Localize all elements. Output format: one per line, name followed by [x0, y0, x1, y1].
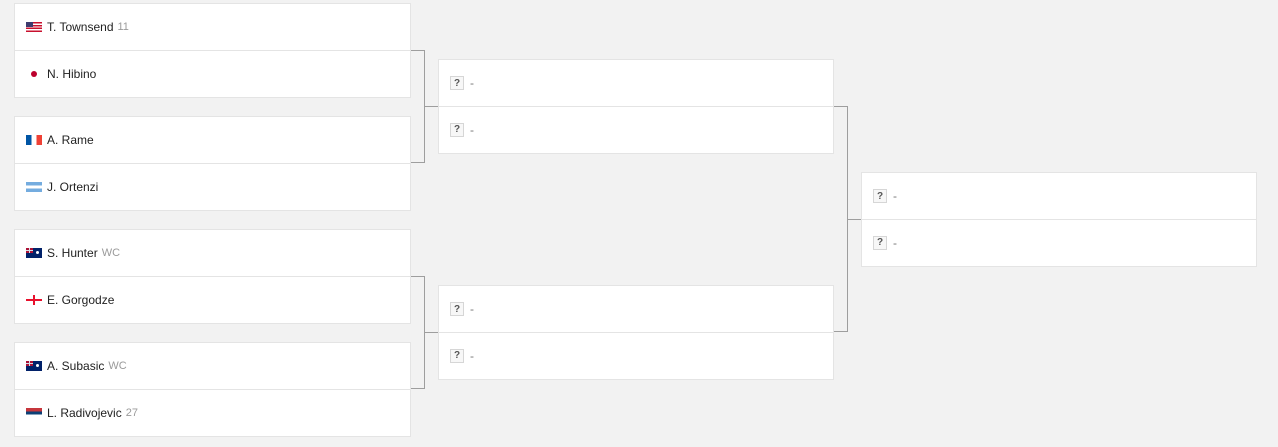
france-flag-icon [26, 135, 42, 145]
player-name: J. Ortenzi [47, 179, 99, 194]
tbd-slot[interactable]: ? - [439, 60, 833, 106]
player-slot[interactable]: J. Ortenzi [15, 163, 410, 209]
bracket-connector [425, 106, 438, 107]
unknown-player-icon: ? [873, 235, 887, 250]
player-seed: 11 [117, 21, 129, 33]
tbd-text: - [893, 189, 897, 203]
bracket-connector [834, 106, 848, 332]
r1-match-2: A. Rame J. Ortenzi [14, 116, 411, 211]
player-name: E. Gorgodze [47, 292, 115, 307]
tbd-text: - [470, 348, 474, 363]
tbd-slot[interactable]: ? - [439, 332, 833, 378]
player-name: A. Rame [47, 133, 94, 147]
bracket-connector [425, 332, 438, 333]
player-slot[interactable]: E. Gorgodze [15, 276, 410, 322]
georgia-flag-icon [26, 294, 42, 305]
unknown-player-icon: ? [450, 348, 464, 363]
player-seed: WC [108, 360, 127, 372]
bracket-connector [411, 276, 425, 389]
r1-match-4: A. Subasic WC L. Radivojevic 27 [14, 342, 411, 437]
r2-match-2: ? - ? - [438, 285, 834, 380]
tbd-slot[interactable]: ? - [862, 219, 1256, 265]
argentina-flag-icon [26, 181, 42, 192]
player-slot[interactable]: A. Subasic WC [15, 343, 410, 389]
australia-flag-icon [26, 248, 42, 258]
australia-flag-icon [26, 361, 42, 371]
bracket-connector [848, 219, 861, 220]
player-name: N. Hibino [47, 66, 97, 81]
player-name: T. Townsend [47, 20, 114, 34]
tbd-text: - [470, 122, 474, 137]
r2-match-1: ? - ? - [438, 59, 834, 154]
player-seed: WC [101, 247, 121, 259]
tbd-text: - [470, 76, 474, 90]
player-slot[interactable]: L. Radivojevic 27 [15, 389, 410, 435]
unknown-player-icon: ? [450, 76, 464, 90]
unknown-player-icon: ? [450, 302, 464, 316]
player-name: A. Subasic [47, 359, 105, 373]
tbd-text: - [470, 302, 474, 316]
unknown-player-icon: ? [450, 122, 464, 137]
player-seed: 27 [125, 406, 138, 419]
r1-match-3: S. Hunter WC E. Gorgodze [14, 229, 411, 324]
r3-match-1: ? - ? - [861, 172, 1257, 267]
tbd-slot[interactable]: ? - [862, 173, 1256, 219]
player-slot[interactable]: N. Hibino [15, 50, 410, 96]
player-slot[interactable]: S. Hunter WC [15, 230, 410, 276]
unknown-player-icon: ? [873, 189, 887, 203]
japan-flag-icon [26, 68, 42, 79]
usa-flag-icon [26, 22, 42, 32]
tbd-slot[interactable]: ? - [439, 286, 833, 332]
player-name: S. Hunter [47, 246, 98, 260]
tbd-slot[interactable]: ? - [439, 106, 833, 152]
serbia-flag-icon [26, 407, 42, 418]
player-slot[interactable]: T. Townsend 11 [15, 4, 410, 50]
bracket-connector [411, 50, 425, 163]
r1-match-1: T. Townsend 11 N. Hibino [14, 3, 411, 98]
player-name: L. Radivojevic [47, 405, 122, 420]
tbd-text: - [893, 235, 897, 250]
player-slot[interactable]: A. Rame [15, 117, 410, 163]
